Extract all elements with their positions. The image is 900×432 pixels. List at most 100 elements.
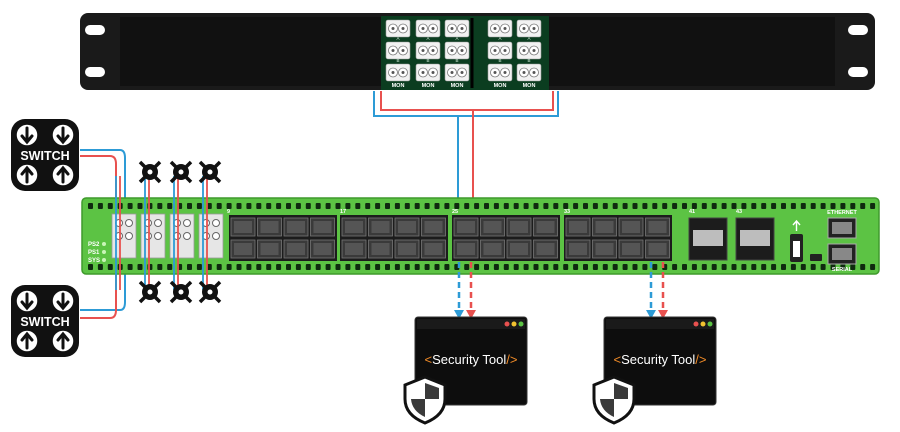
vent-slot <box>335 264 341 270</box>
port-b-label: B <box>527 58 530 63</box>
fiber-connector[interactable] <box>487 63 513 82</box>
fiber-connector[interactable] <box>516 19 542 38</box>
vent-slot <box>276 203 282 209</box>
vent-slot <box>157 203 163 209</box>
usb-icon <box>792 219 801 231</box>
vent-slot <box>236 203 242 209</box>
vent-slot <box>771 203 777 209</box>
fiber-connector[interactable] <box>385 41 411 60</box>
vent-slot <box>335 203 341 209</box>
fiber-connector[interactable] <box>415 19 441 38</box>
connector-cross-icon <box>169 280 193 304</box>
port-b-label: B <box>396 58 399 63</box>
vent-slot <box>790 264 796 270</box>
vent-slot <box>385 264 390 270</box>
vent-slot <box>632 264 638 270</box>
fiber-connector[interactable] <box>415 63 441 82</box>
vent-slot <box>870 203 876 209</box>
port-a-label: A <box>527 36 530 41</box>
fiber-connector[interactable] <box>385 63 411 82</box>
vent-slot <box>583 264 588 270</box>
security-tool-window: <Security Tool/> <box>592 316 717 425</box>
vent-slot <box>206 203 212 209</box>
switch-label-band <box>11 146 79 164</box>
vent-slot <box>236 264 242 270</box>
fiber-connector[interactable] <box>385 19 411 38</box>
vent-slot <box>543 264 549 270</box>
mon-port-label: MON <box>523 83 536 89</box>
fiber-connector[interactable] <box>487 19 513 38</box>
vent-slot <box>741 203 747 209</box>
fiber-connector[interactable] <box>516 41 542 60</box>
vent-slot <box>295 203 301 209</box>
window-control-dot <box>700 321 706 327</box>
vent-slot <box>563 203 569 209</box>
vent-slot <box>474 264 480 270</box>
tap-transceiver-module <box>198 176 224 290</box>
vent-slot <box>325 203 331 209</box>
vent-slot <box>167 203 173 209</box>
vent-slot <box>800 264 806 270</box>
vent-slot <box>256 203 262 209</box>
security-tool-window: <Security Tool/> <box>403 316 528 425</box>
rack-mount-hole <box>848 25 868 35</box>
fiber-connector[interactable] <box>444 41 470 60</box>
fiber-connector[interactable] <box>516 63 542 82</box>
vent-slot <box>305 264 311 270</box>
panel-loop-blue-wire <box>373 91 559 117</box>
blue-arrowhead <box>454 310 464 319</box>
vent-slot <box>434 264 440 270</box>
fiber-connector[interactable] <box>487 41 513 60</box>
fiber-connector[interactable] <box>415 41 441 60</box>
tap-transceiver-module <box>140 176 166 290</box>
vent-slot <box>97 264 103 270</box>
vent-slot <box>751 203 757 209</box>
vent-slot <box>196 203 202 209</box>
vent-slot <box>850 203 856 209</box>
fiber-connector[interactable] <box>444 63 470 82</box>
security-tools: <Security Tool/> <Security Tool/> <box>403 316 717 425</box>
vent-slot <box>672 264 678 270</box>
console-port[interactable] <box>810 254 822 261</box>
vent-slot <box>434 203 440 209</box>
mon-port-label: MON <box>392 83 405 89</box>
blue-arrowhead <box>646 310 656 319</box>
network-switch: SWITCH <box>11 285 79 357</box>
vent-slot <box>375 203 381 209</box>
vent-slot <box>870 264 876 270</box>
vent-slot <box>276 264 282 270</box>
vent-slot <box>731 203 737 209</box>
switch-label-band <box>11 312 79 330</box>
vent-slot <box>652 264 658 270</box>
vent-slot <box>355 264 361 270</box>
vent-slot <box>781 264 786 270</box>
connector-cross-icon <box>169 160 193 184</box>
vent-slot <box>553 264 559 270</box>
vent-slot <box>484 203 489 209</box>
connector-cross-icon <box>198 160 222 184</box>
vent-slot <box>394 264 400 270</box>
vent-slot <box>711 264 717 270</box>
vent-slot <box>583 203 588 209</box>
vent-slot <box>424 203 430 209</box>
vent-slot <box>187 203 192 209</box>
vent-slot <box>622 203 628 209</box>
vent-slot <box>790 203 796 209</box>
vent-slot <box>286 264 291 270</box>
vent-slot <box>325 264 331 270</box>
status-led <box>102 258 106 262</box>
serial-label: SERIAL <box>832 267 853 273</box>
vent-slot <box>266 264 272 270</box>
vent-slot <box>662 203 668 209</box>
vent-slot <box>820 203 826 209</box>
vent-slot <box>592 203 598 209</box>
vent-slot <box>810 264 816 270</box>
vent-slot <box>88 203 93 209</box>
fiber-connector[interactable] <box>444 19 470 38</box>
vent-slot <box>682 203 687 209</box>
vent-slot <box>573 264 579 270</box>
window-control-dot <box>707 321 713 327</box>
